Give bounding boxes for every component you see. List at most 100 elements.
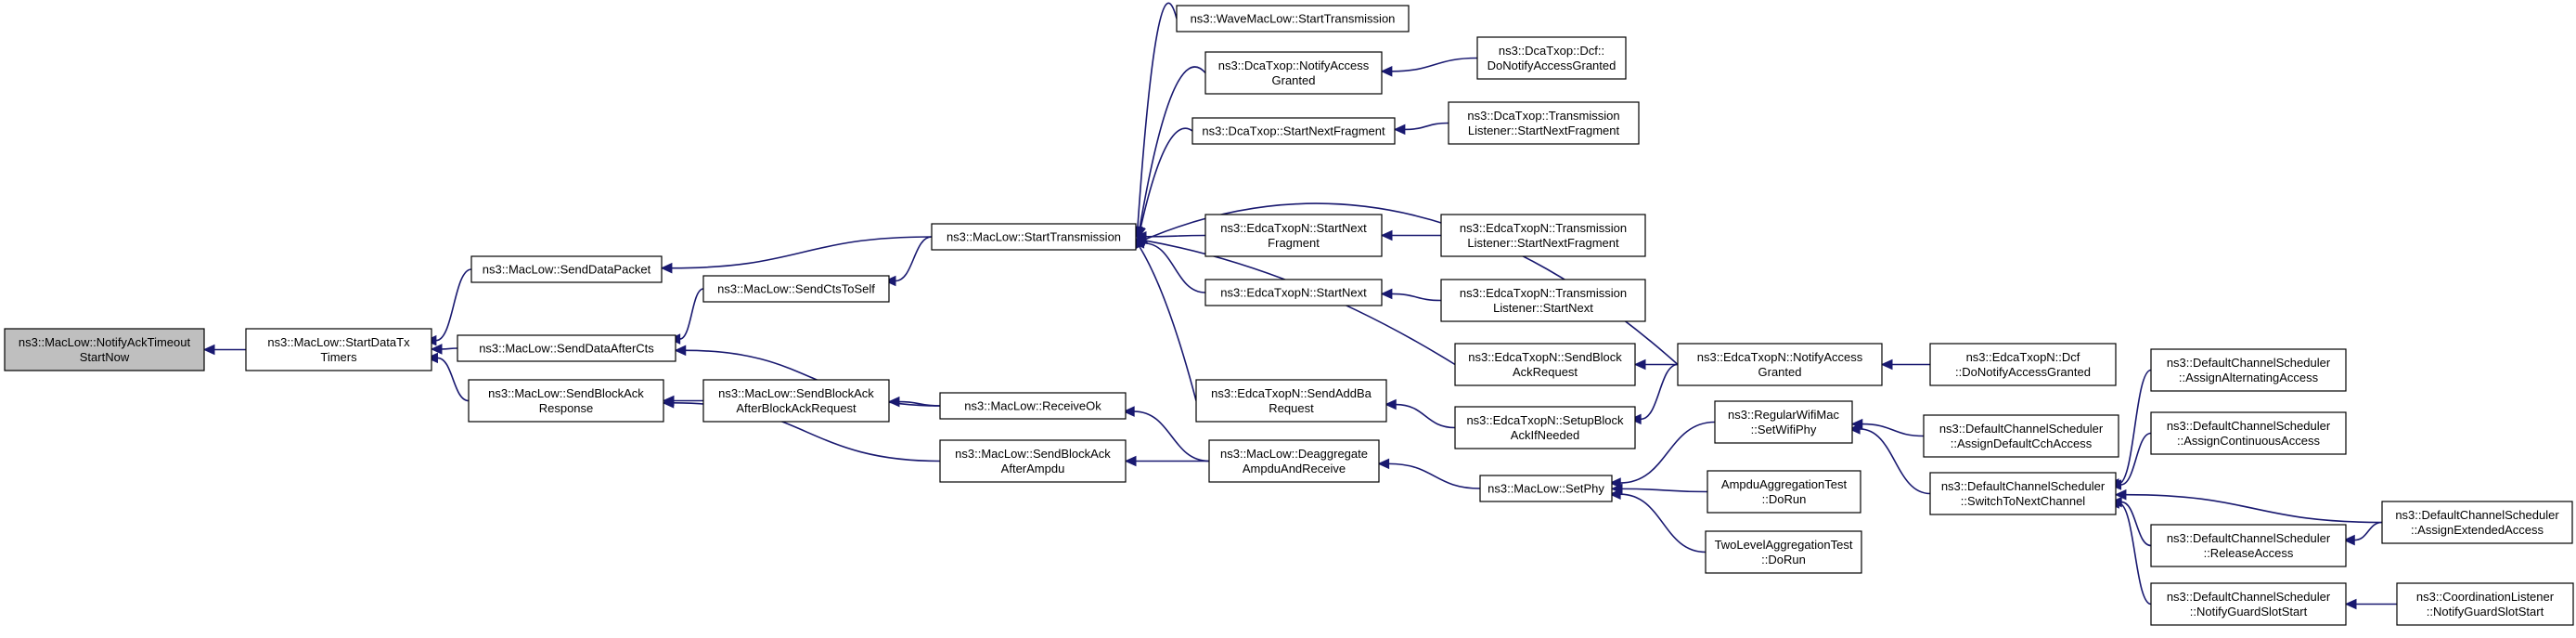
edge-n16-to-n9 — [1134, 410, 1210, 462]
function-node[interactable]: ns3::MacLow::SendCtsToSelf — [702, 275, 890, 303]
arrowhead-n30-to-n26 — [1848, 423, 1861, 435]
edge-n27-to-n23 — [1621, 488, 1708, 493]
node-label-line: ns3::MacLow::SendBlockAck — [955, 447, 1111, 461]
node-box — [1705, 530, 1862, 574]
function-node[interactable]: ns3::DefaultChannelScheduler::ReleaseAcc… — [2150, 524, 2347, 567]
edge-n18-to-n12 — [1404, 122, 1449, 131]
node-label-line: ns3::MacLow::ReceiveOk — [964, 399, 1101, 413]
arrowhead-n16-to-n9 — [1122, 406, 1135, 417]
node-box — [1191, 117, 1396, 145]
function-node[interactable]: ns3::EdcaTxopN::NotifyAccessGranted — [1677, 343, 1883, 386]
function-node[interactable]: TwoLevelAggregationTest::DoRun — [1705, 530, 1862, 574]
arrowhead-n3-to-n1 — [430, 344, 443, 355]
node-label-line: ::AssignAlternatingAccess — [2179, 371, 2319, 384]
edge-n29-to-n26 — [1861, 423, 1925, 437]
arrowhead-n24-to-n21 — [1633, 358, 1646, 371]
function-node[interactable]: ns3::DcaTxop::StartNextFragment — [1191, 117, 1396, 145]
function-node[interactable]: ns3::DefaultChannelScheduler::SwitchToNe… — [1929, 472, 2117, 515]
node-label-line: ::DoNotifyAccessGranted — [1955, 365, 2091, 379]
node-label-line: ns3::EdcaTxopN::SetupBlock — [1466, 413, 1624, 427]
node-label-line: ns3::DcaTxop::Transmission — [1467, 109, 1619, 123]
node-label-line: ns3::DcaTxop::StartNextFragment — [1202, 124, 1385, 138]
arrowhead-n26-to-n23 — [1609, 477, 1621, 488]
function-node[interactable]: ns3::EdcaTxopN::StartNext — [1204, 279, 1383, 306]
function-node[interactable]: ns3::CoordinationListener::NotifyGuardSl… — [2396, 582, 2574, 626]
function-node[interactable]: ns3::DefaultChannelScheduler::AssignExte… — [2381, 501, 2573, 544]
edge-n5-to-n3 — [679, 288, 704, 340]
node-box — [2396, 582, 2574, 626]
function-node[interactable]: ns3::MacLow::SetPhy — [1479, 475, 1613, 502]
node-label-line: ns3::MacLow::StartTransmission — [947, 230, 1121, 244]
node-label-line: ns3::DefaultChannelScheduler — [2167, 419, 2331, 433]
edge-n28-to-n23 — [1620, 493, 1707, 553]
function-node[interactable]: ns3::DefaultChannelScheduler::NotifyGuar… — [2150, 582, 2347, 626]
edge-n4-to-n1 — [437, 357, 470, 402]
function-node[interactable]: ns3::DcaTxop::NotifyAccessGranted — [1204, 51, 1383, 95]
function-node[interactable]: ns3::EdcaTxopN::TransmissionListener::St… — [1440, 214, 1646, 257]
function-node[interactable]: ns3::EdcaTxopN::Dcf::DoNotifyAccessGrant… — [1929, 343, 2117, 386]
node-label-line: ns3::EdcaTxopN::Dcf — [1966, 350, 2080, 364]
node-box — [4, 328, 205, 371]
function-node[interactable]: ns3::MacLow::ReceiveOk — [939, 392, 1127, 420]
node-label-line: ::NotifyGuardSlotStart — [2427, 605, 2544, 618]
node-box — [1204, 214, 1383, 257]
function-node[interactable]: ns3::RegularWifiMac::SetWifiPhy — [1714, 400, 1853, 444]
node-label-line: ns3::DefaultChannelScheduler — [2167, 531, 2331, 545]
node-label-line: ::ReleaseAccess — [2204, 546, 2294, 560]
node-box — [1707, 470, 1861, 514]
node-label-line: AckRequest — [1513, 365, 1578, 379]
node-label-line: ns3::MacLow::SendDataAfterCts — [479, 342, 654, 356]
node-label-line: ns3::EdcaTxopN::Transmission — [1460, 286, 1627, 300]
node-box — [245, 328, 432, 371]
node-box — [1448, 101, 1640, 145]
node-label-line: ns3::WaveMacLow::StartTransmission — [1191, 12, 1396, 26]
node-box — [2150, 348, 2347, 392]
node-box — [2150, 411, 2347, 455]
edge-n13-to-n8 — [1145, 234, 1206, 238]
function-node[interactable]: ns3::DefaultChannelScheduler::AssignAlte… — [2150, 348, 2347, 392]
node-box — [1204, 51, 1383, 95]
node-label-line: ::AssignDefaultCchAccess — [1951, 436, 2093, 450]
node-label-line: Listener::StartNextFragment — [1468, 124, 1620, 137]
function-node[interactable]: ns3::EdcaTxopN::TransmissionListener::St… — [1440, 279, 1646, 322]
function-node[interactable]: ns3::MacLow::SendDataPacket — [470, 255, 663, 283]
arrowhead-n19-to-n13 — [1380, 229, 1393, 241]
node-box — [1454, 406, 1636, 449]
node-box — [702, 379, 890, 423]
function-node[interactable]: ns3::WaveMacLow::StartTransmission — [1176, 5, 1410, 33]
function-node[interactable]: ns3::DefaultChannelScheduler::AssignCont… — [2150, 411, 2347, 455]
node-box — [1929, 472, 2117, 515]
node-box — [1677, 343, 1883, 386]
node-label-line: ns3::EdcaTxopN::StartNext — [1220, 221, 1367, 235]
function-node[interactable]: ns3::MacLow::StartTransmission — [931, 223, 1137, 251]
node-label-line: Fragment — [1268, 236, 1320, 250]
node-label-line: ::DoRun — [1762, 492, 1807, 506]
arrowhead-n4-to-n1 — [426, 352, 438, 364]
function-node[interactable]: AmpduAggregationTest::DoRun — [1707, 470, 1861, 514]
node-label-line: ns3::CoordinationListener — [2416, 590, 2555, 604]
arrowhead-n9-to-n6 — [887, 396, 900, 408]
node-label-line: StartNow — [80, 350, 130, 364]
edge-n8-to-n5 — [895, 236, 933, 282]
function-node[interactable]: ns3::DcaTxop::TransmissionListener::Star… — [1448, 101, 1640, 145]
node-label-line: ns3::DefaultChannelScheduler — [2395, 508, 2559, 522]
node-label-line: ::SwitchToNextChannel — [1961, 494, 2086, 508]
function-node[interactable]: ns3::EdcaTxopN::StartNextFragment — [1204, 214, 1383, 257]
function-node[interactable]: ns3::DcaTxop::Dcf::DoNotifyAccessGranted — [1476, 36, 1627, 80]
edge-n26-to-n23 — [1620, 421, 1716, 484]
node-box — [702, 275, 890, 303]
function-node[interactable]: ns3::MacLow::SendBlockAckAfterBlockAckRe… — [702, 379, 890, 423]
node-box — [2150, 524, 2347, 567]
function-node[interactable]: ns3::MacLow::SendDataAfterCts — [457, 334, 676, 362]
node-label-line: ns3::MacLow::SendCtsToSelf — [717, 282, 875, 296]
function-node[interactable]: ns3::DefaultChannelScheduler::AssignDefa… — [1923, 414, 2119, 458]
